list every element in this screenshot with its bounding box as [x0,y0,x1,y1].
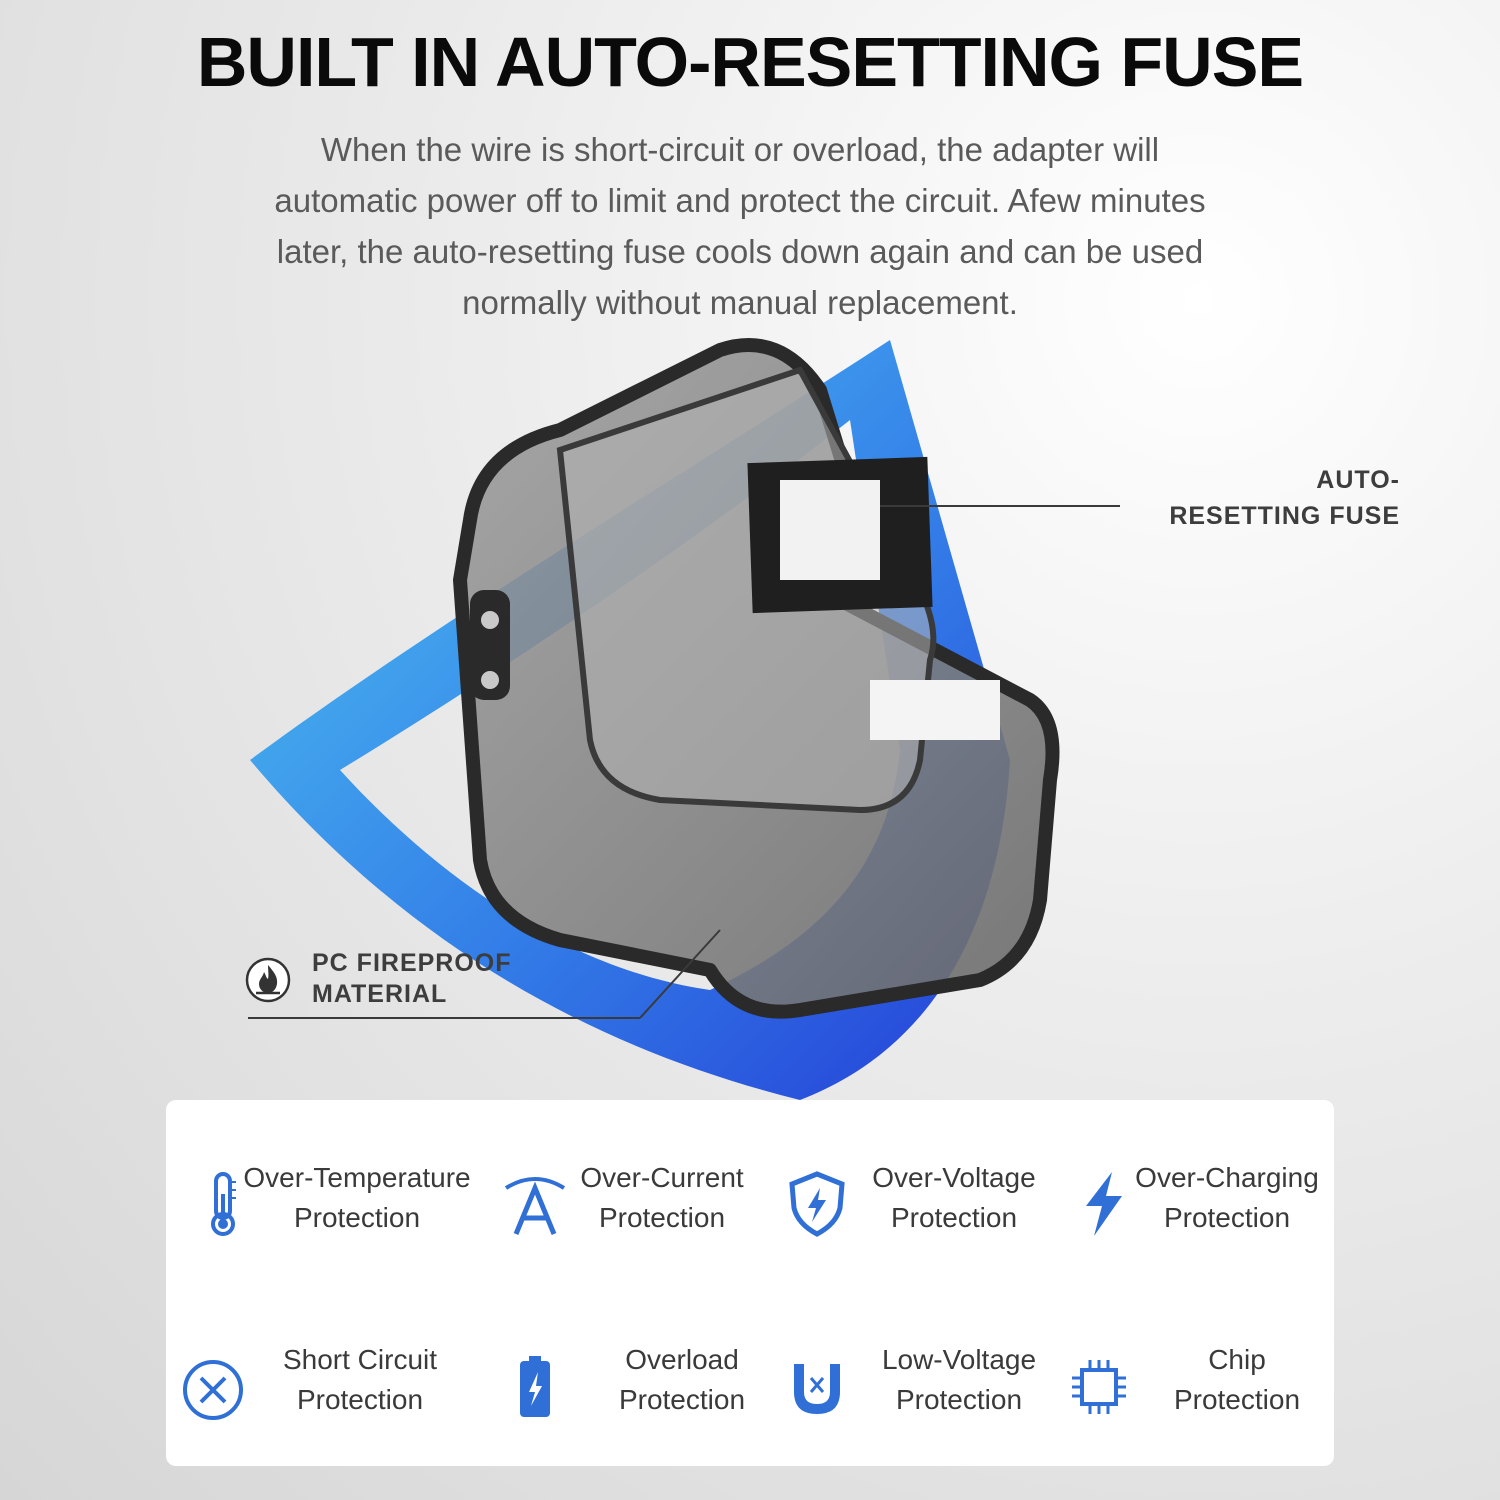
fuse-callout: AUTO- RESETTING FUSE [1150,462,1400,534]
feature-label: Overload Protection [572,1340,792,1420]
chip-icon [1072,1360,1126,1414]
features-card: Over-Temperature Protection Over-Current… [166,1100,1334,1466]
feature-label: Over-Voltage Protection [854,1158,1054,1238]
feature-over-current: Over-Current Protection [502,1158,792,1248]
fuse-callout-line2: RESETTING FUSE [1169,502,1400,530]
lightning-icon [1086,1172,1122,1236]
feature-low-voltage: Low-Voltage Protection [784,1340,1074,1430]
feature-subtitle: Protection [598,1202,726,1233]
pc-callout-line1: PC FIREPROOF [312,949,512,977]
flame-icon [245,957,291,1003]
feature-short-circuit: Short Circuit Protection [180,1340,470,1430]
feature-title: Over-Charging [1135,1162,1319,1193]
magnet-x-icon [794,1364,840,1414]
intro-line: When the wire is short-circuit or overlo… [320,131,1160,168]
feature-subtitle: Protection [618,1384,746,1415]
feature-over-charging: Over-Charging Protection [1072,1158,1362,1248]
feature-title: Low-Voltage [881,1344,1037,1375]
intro-paragraph: When the wire is short-circuit or overlo… [220,124,1260,328]
intro-line: normally without manual replacement. [462,284,1018,321]
battery-icon [520,1356,550,1417]
feature-title: Overload [625,1344,739,1375]
feature-subtitle: Protection [296,1384,424,1415]
feature-label: Over-Charging Protection [1122,1158,1332,1238]
adapter-illustration [248,338,1120,1100]
feature-subtitle: Protection [1163,1202,1291,1233]
feature-overload: Overload Protection [502,1340,792,1430]
fuse-callout-line1: AUTO- [1316,466,1400,494]
feature-title: Over-Current [580,1162,744,1193]
feature-over-temperature: Over-Temperature Protection [190,1158,480,1248]
feature-label: Chip Protection [1162,1340,1312,1420]
feature-subtitle: Protection [1173,1384,1301,1415]
feature-subtitle: Protection [293,1202,421,1233]
intro-line: automatic power off to limit and protect… [274,182,1206,219]
page-title: BUILT IN AUTO-RESETTING FUSE [196,23,1304,101]
feature-title: Over-Voltage [872,1162,1036,1193]
thermometer-icon [211,1172,236,1236]
adapter-cube [453,338,1060,1019]
feature-chip: Chip Protection [1066,1340,1356,1430]
shield-band [250,340,1010,1100]
feature-label: Low-Voltage Protection [864,1340,1054,1420]
current-a-icon [504,1177,566,1235]
pc-callout: PC FIREPROOF MATERIAL [312,948,552,1010]
feature-title: Short Circuit [282,1344,438,1375]
feature-title: Chip [1208,1344,1266,1375]
feature-label: Short Circuit Protection [260,1340,460,1420]
pc-callout-line2: MATERIAL [312,980,448,1008]
feature-subtitle: Protection [895,1384,1023,1415]
feature-label: Over-Temperature Protection [234,1158,480,1238]
feature-subtitle: Protection [890,1202,1018,1233]
feature-over-voltage: Over-Voltage Protection [784,1158,1074,1248]
feature-label: Over-Current Protection [552,1158,772,1238]
x-circle-icon [183,1360,243,1420]
shield-bolt-icon [789,1171,845,1237]
intro-line: later, the auto-resetting fuse cools dow… [276,233,1204,270]
feature-title: Over-Temperature [243,1162,471,1193]
